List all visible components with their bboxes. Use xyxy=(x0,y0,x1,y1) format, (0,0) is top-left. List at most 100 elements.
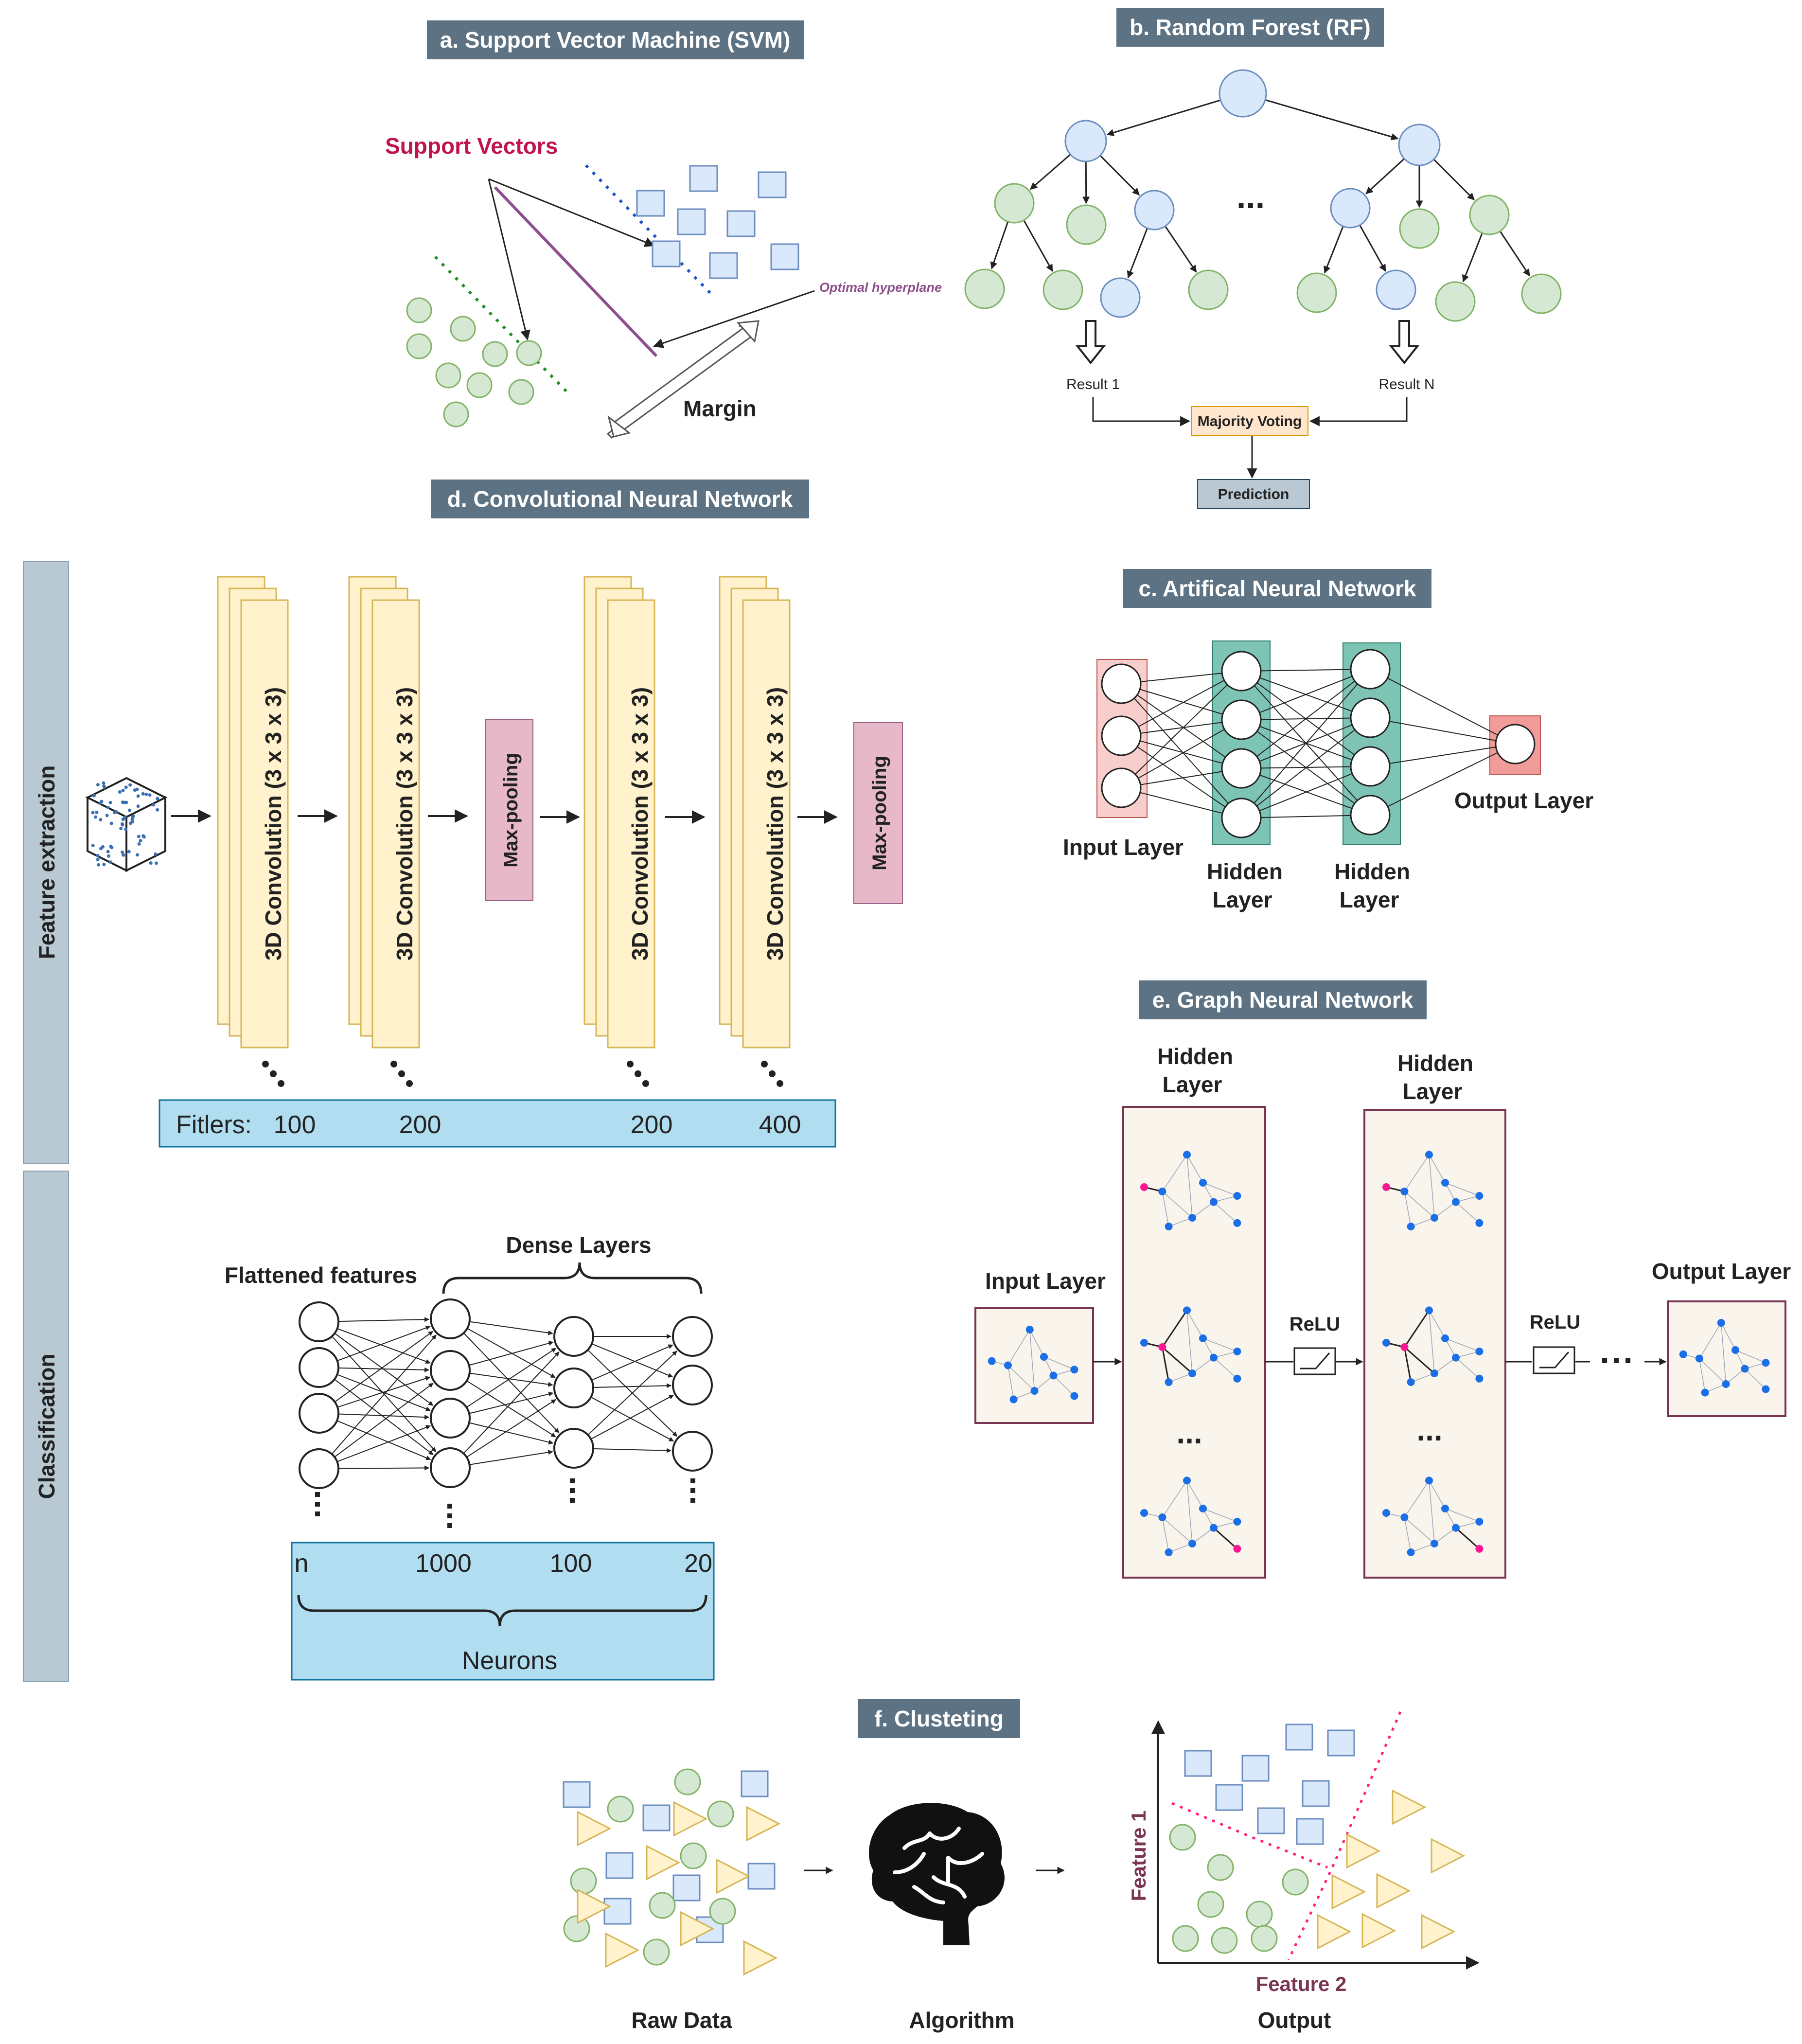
cluster-separator-1 xyxy=(1171,1802,1328,1869)
graph-node xyxy=(1025,1326,1034,1333)
dense-connection xyxy=(336,1420,431,1460)
graph-edge xyxy=(1429,1155,1446,1183)
svm-title: a. Support Vector Machine (SVM) xyxy=(440,27,791,53)
svm-margin-boundary-blue xyxy=(584,164,716,299)
graph-edge xyxy=(1411,1217,1435,1227)
filter-count-2: 200 xyxy=(399,1111,442,1139)
cube-texture-dot xyxy=(108,800,112,804)
graph-edge xyxy=(1445,1338,1480,1352)
graph-node xyxy=(1475,1374,1484,1383)
graph-edge xyxy=(1162,1517,1193,1544)
ann-connection xyxy=(1241,813,1371,818)
rf-split-node xyxy=(1134,190,1175,231)
raw-circle-point xyxy=(680,1842,707,1869)
cube-texture-dot xyxy=(99,818,103,822)
result-1-to-voting-arrow xyxy=(1092,397,1191,427)
feature-extraction-side-panel xyxy=(23,561,69,1164)
gnn-input-layer-label: Input Layer xyxy=(985,1268,1106,1294)
cube-texture-dot xyxy=(106,850,110,853)
cube-texture-dot xyxy=(127,850,131,853)
dense-connection xyxy=(587,1351,677,1436)
cube-texture-dot xyxy=(154,852,158,856)
output-triangle-point xyxy=(1331,1874,1366,1910)
graph-node-highlighted xyxy=(1233,1545,1241,1553)
rf-edge xyxy=(1030,154,1071,190)
graph-node xyxy=(1233,1518,1241,1526)
cube-texture-dot xyxy=(92,794,96,798)
graph-node xyxy=(1400,1513,1409,1521)
raw-square-point xyxy=(605,1852,634,1879)
ann-connection xyxy=(1121,683,1242,721)
maxpool-box-2 xyxy=(853,722,903,904)
raw-square-point xyxy=(747,1863,776,1890)
cube-texture-dot xyxy=(133,788,137,792)
graph-edge xyxy=(1186,1480,1203,1509)
gnn-hidden-2-label-line2: Layer xyxy=(1403,1079,1463,1104)
rf-title: b. Random Forest (RF) xyxy=(1130,15,1371,40)
graph-node xyxy=(1210,1198,1218,1206)
rf-edge xyxy=(1324,226,1344,274)
cube-texture-dot xyxy=(151,803,155,807)
output-triangle-point xyxy=(1376,1873,1411,1909)
graph-node xyxy=(1400,1188,1409,1195)
rf-edge xyxy=(1433,159,1475,200)
filters-label: Fitlers: xyxy=(176,1111,252,1139)
ann-connection xyxy=(1121,735,1242,818)
ann-connection xyxy=(1241,667,1371,672)
ann-neuron xyxy=(1350,746,1391,787)
output-circle-point xyxy=(1251,1925,1278,1952)
output-square-point xyxy=(1296,1818,1324,1845)
rf-title-badge: b. Random Forest (RF) xyxy=(1116,8,1384,47)
graph-edge xyxy=(1168,1543,1193,1553)
rf-tree-edges xyxy=(990,99,1531,283)
graph-edge xyxy=(1404,1517,1412,1553)
ann-neuron xyxy=(1221,798,1262,838)
output-triangle-point xyxy=(1361,1913,1396,1949)
cube-texture-dot xyxy=(122,853,125,857)
graph-node xyxy=(1452,1198,1460,1206)
graph-edge xyxy=(1429,1155,1435,1218)
graph-node xyxy=(1049,1371,1058,1380)
ann-connection xyxy=(1121,671,1242,736)
dense-connection xyxy=(334,1379,434,1456)
rf-edge xyxy=(1359,225,1386,272)
dense-neuron xyxy=(299,1448,339,1489)
graph-edge xyxy=(1053,1375,1075,1397)
graph-node xyxy=(1158,1513,1166,1521)
raw-triangle-point xyxy=(577,1811,612,1847)
graph-node xyxy=(1431,1540,1438,1547)
cnn-conv-layers: 3D Convolution (3 x 3 x 3)3D Convolution… xyxy=(217,576,791,1049)
gnn-input-layer-box xyxy=(974,1307,1094,1424)
dense-neuron xyxy=(299,1393,339,1434)
cube-texture-dot xyxy=(121,788,125,792)
ann-neuron xyxy=(1350,697,1391,738)
cube-texture-dot xyxy=(136,804,140,808)
ann-connection xyxy=(1121,735,1242,770)
dense-neuron xyxy=(430,1447,471,1488)
graph-node xyxy=(1140,1339,1148,1347)
graph-edge xyxy=(1186,1155,1203,1183)
graph-edge xyxy=(1186,1310,1193,1374)
conv-stack-4: 3D Convolution (3 x 3 x 3) xyxy=(719,576,791,1049)
gnn-output-layer-label: Output Layer xyxy=(1652,1259,1791,1284)
gnn-hidden-1-label-line2: Layer xyxy=(1163,1072,1222,1097)
graph-node xyxy=(1679,1350,1687,1358)
feature-extraction-label: Feature extraction xyxy=(34,765,59,960)
output-square-point xyxy=(1327,1729,1355,1757)
dense-connection xyxy=(469,1341,554,1366)
ann-title-badge: c. Artifical Neural Network xyxy=(1123,569,1431,608)
dense-connection xyxy=(463,1351,560,1454)
graph-node xyxy=(1233,1219,1241,1227)
svm-green-point xyxy=(406,297,432,323)
graph-node xyxy=(1441,1179,1449,1187)
graph-instance xyxy=(1382,1151,1484,1230)
cube-texture-dot xyxy=(96,857,100,861)
raw-circle-point xyxy=(649,1892,676,1919)
graph-edge xyxy=(1429,1480,1435,1544)
graph-edge xyxy=(1162,1517,1169,1553)
graph-node xyxy=(1407,1223,1415,1230)
graph-edge xyxy=(1213,1357,1237,1379)
gnn-title: e. Graph Neural Network xyxy=(1152,987,1413,1013)
output-square-point xyxy=(1215,1784,1243,1811)
dense-neuron xyxy=(430,1350,471,1391)
